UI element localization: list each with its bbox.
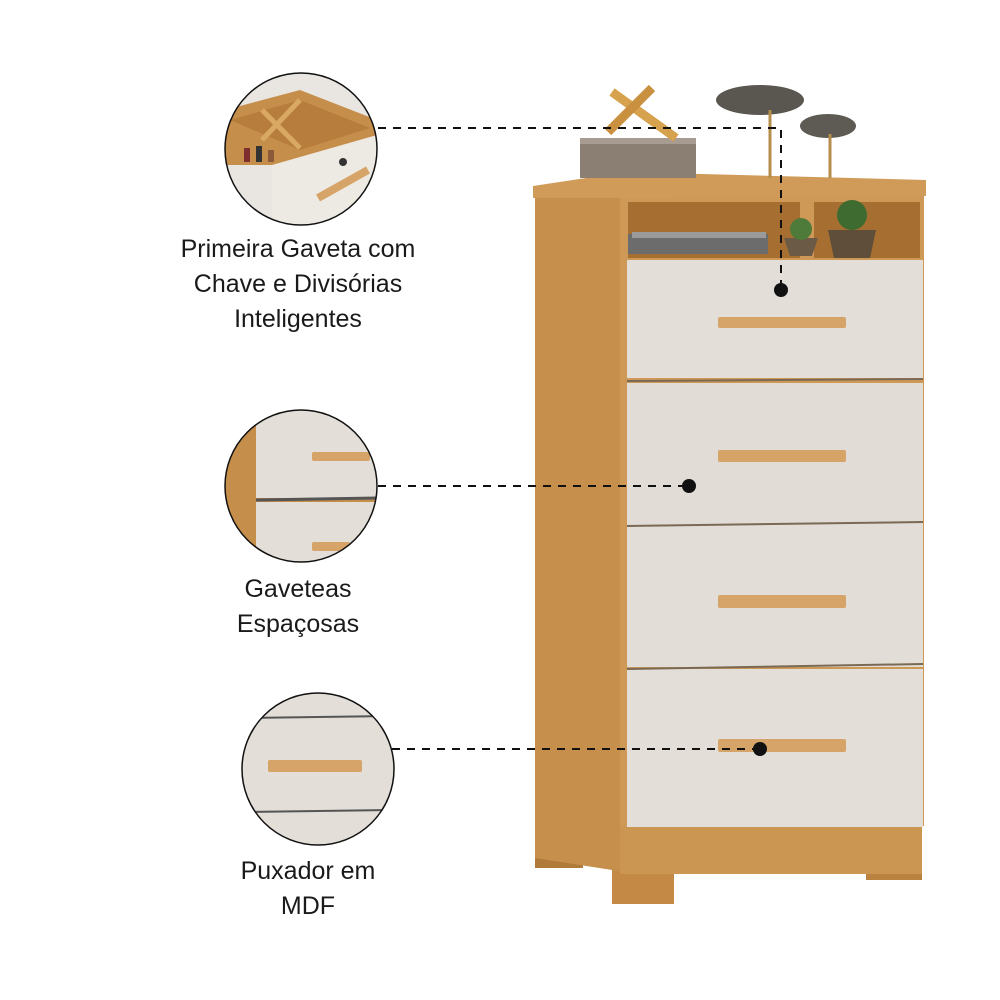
books [628, 234, 768, 254]
leader-line-1 [378, 127, 782, 290]
plant-right [837, 200, 867, 230]
drawer-front-zoom [224, 409, 378, 563]
book-top [632, 232, 766, 238]
drawer-gap-2 [626, 521, 924, 527]
side-panel [535, 178, 625, 872]
drawer-gap-3 [626, 663, 924, 670]
top-board [533, 172, 926, 198]
callout-1-line-3: Inteligentes [234, 305, 362, 333]
stone-ornament-2 [800, 114, 856, 138]
callout-2-line-1: Gaveteas [244, 575, 352, 603]
callout-label-spacious-drawers: Gaveteas Espaçosas [200, 572, 396, 642]
drawer-4 [627, 669, 923, 827]
callout-3-line-2: MDF [280, 892, 336, 920]
drawer-detail-zoom [224, 72, 378, 226]
drawer-3-handle [718, 595, 846, 608]
leader-lines [378, 127, 782, 750]
callout-1-line-1: Primeira Gaveta com [180, 235, 416, 263]
dresser [533, 172, 926, 904]
plant-pot-left [784, 238, 818, 256]
leader-dot-2 [682, 479, 696, 493]
plant-left [790, 218, 812, 240]
stone-ornament-1 [716, 85, 804, 115]
drawer-2-handle [718, 450, 846, 462]
callout-label-first-drawer: Primeira Gaveta com Chave e Divisórias I… [150, 232, 446, 337]
book-stack-top [580, 138, 696, 144]
leader-dot-3 [753, 742, 767, 756]
plant-pot-right [828, 230, 876, 258]
leader-dot-1 [774, 283, 788, 297]
drawer-1-handle [718, 317, 846, 328]
handle-zoom [241, 692, 395, 846]
callout-1-line-2: Chave e Divisórias [193, 270, 403, 298]
top-decor [580, 84, 856, 178]
callout-label-mdf-handle: Puxador em MDF [220, 854, 396, 924]
x-ornament-b [604, 84, 656, 136]
drawer-gap-1 [626, 378, 924, 382]
callout-2-line-2: Espaçosas [236, 610, 360, 638]
callout-3-line-1: Puxador em [240, 857, 376, 885]
drawer-1 [627, 260, 923, 378]
drawer-3 [627, 525, 923, 667]
x-ornament-a [609, 88, 679, 142]
book-stack [580, 138, 696, 178]
drawer-2 [627, 383, 923, 525]
drawer-4-handle [718, 739, 846, 752]
